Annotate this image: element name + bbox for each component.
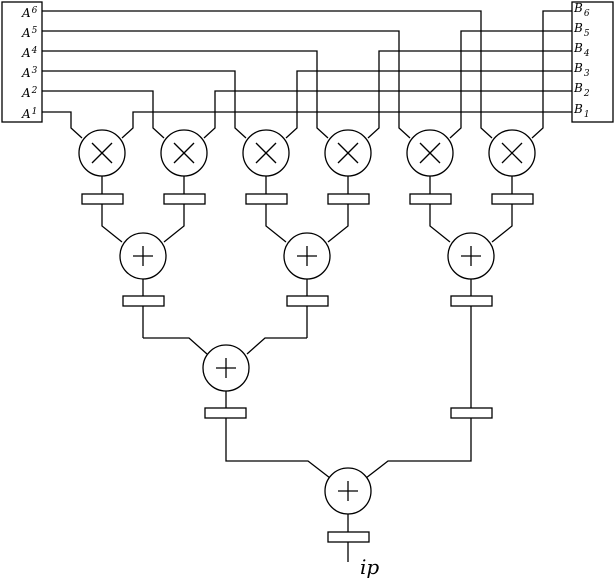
b-label-1: B1 [573,102,590,120]
a-label-5: A5 [21,26,38,40]
adder-stage-3: ip [324,467,379,579]
a3-wire [42,70,247,139]
multiplier-6 [488,129,536,218]
multiplier-3 [242,129,290,218]
pipeline-register [81,193,124,205]
pipeline-register [286,295,329,307]
pipeline-register [327,193,370,205]
pipeline-register [204,407,247,419]
b-label-3: B3 [573,61,590,79]
multiply-icon [337,142,359,164]
a-label-2: A2 [21,86,38,100]
multiply-icon [501,142,523,164]
a4-wire [42,50,329,139]
pipeline-register [122,295,165,307]
adder-stage-2 [143,337,493,479]
pipeline-register [245,193,288,205]
b-labels: B6 B5 B4 B3 B2 B1 [573,1,590,120]
adder-2 [265,218,349,338]
multiply-icon [173,142,195,164]
multiplier-stage [78,129,536,218]
b6-wire [531,10,572,139]
multiply-icon [419,142,441,164]
a-wires [42,10,493,139]
b2-wire [203,90,572,139]
a-label-1: A1 [21,107,37,121]
plus-icon [297,246,317,266]
b5-wire [449,30,572,139]
b-label-5: B5 [573,21,590,39]
pipeline-register [450,295,493,307]
plus-icon [461,246,481,266]
a6-wire [42,10,493,139]
pipeline-register [327,531,370,543]
output-label: ip [360,555,379,579]
plus-icon [338,481,358,501]
multiplier-4 [324,129,372,218]
b3-wire [285,70,572,139]
adder-stage-1 [101,218,513,408]
multiplier-1 [78,129,126,218]
b-label-2: B2 [573,81,590,99]
multiply-icon [255,142,277,164]
b-input-box [571,1,614,123]
multiplier-2 [160,129,208,218]
a-labels: A6 A5 A4 A3 A2 A1 [21,6,38,121]
b4-wire [367,50,572,139]
a2-wire [42,90,165,139]
b-label-4: B4 [573,41,590,59]
pipeline-register [450,407,493,419]
a5-wire [42,30,411,139]
a-input-box [1,1,43,123]
b-wires [121,10,572,139]
a-label-4: A4 [21,46,38,60]
b1-wire [121,111,572,139]
plus-icon [216,358,236,378]
multiplier-5 [406,129,454,218]
a-label-6: A6 [21,6,38,20]
a-label-3: A3 [21,66,38,80]
pipeline-register [491,193,534,205]
adder-1 [101,218,185,338]
plus-icon [133,246,153,266]
pipeline-register [163,193,206,205]
multiply-icon [91,142,113,164]
b-label-6: B6 [573,1,590,19]
a1-wire [42,111,83,139]
adder-3 [429,218,513,408]
pipeline-register [409,193,452,205]
